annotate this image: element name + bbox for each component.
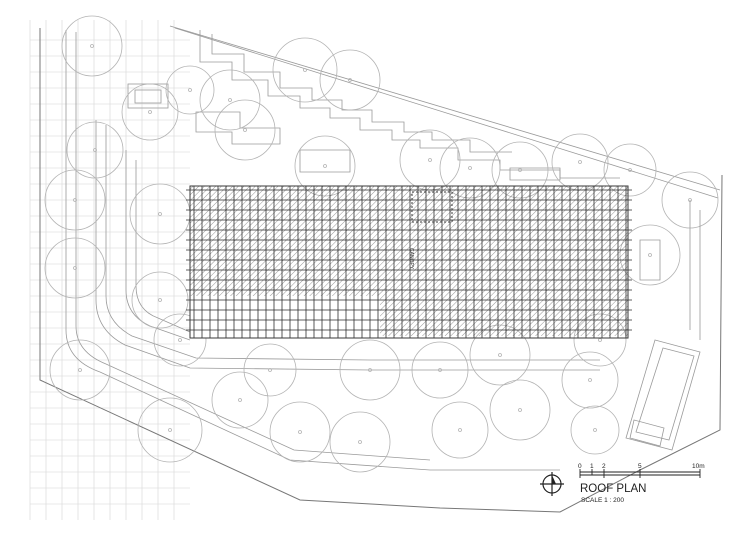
tree-trunk [648,253,652,257]
tree-trunk [188,88,192,92]
tree-trunk [358,440,362,444]
tree-canopy [431,401,489,459]
tree-canopy [570,405,620,455]
tree-canopy [44,237,106,299]
tree-trunk [228,98,232,102]
tree-canopy [137,397,203,463]
tree-trunk [73,266,77,270]
tree-trunk [468,166,472,170]
tree-trunk [578,160,582,164]
tree-trunk [78,368,82,372]
tree-trunk [158,298,162,302]
tree-canopy [129,183,191,245]
tree-canopy [131,271,189,329]
tree-trunk [238,398,242,402]
tree-canopy [49,339,111,401]
tree-trunk [518,408,522,412]
tree-canopy [269,401,331,463]
tree-canopy [551,133,609,191]
tree-trunk [368,368,372,372]
scale-label-0: 0 [578,463,582,470]
tree-trunk [458,428,462,432]
tree-trunk [588,378,592,382]
tree-trunk [168,428,172,432]
tree-canopy [561,351,619,409]
tree-trunk [268,368,272,372]
tree-canopy [153,313,207,367]
tree-trunk [438,368,442,372]
tree-canopy [272,37,338,103]
tree-canopy [619,224,681,286]
tree-canopy [319,49,381,111]
tree-canopy [44,169,106,231]
scale-label-5: 5 [638,463,642,470]
roof-label: CANOPY [408,248,414,270]
tree-trunk [628,168,632,172]
tree-canopy [66,121,124,179]
tree-canopy [121,83,179,141]
scale-label-2: 2 [602,463,606,470]
tree-canopy [165,65,215,115]
entrance-ramp [625,200,701,451]
tree-trunk [593,428,597,432]
tree-canopy [211,371,269,429]
roof-canopy: CANOPY [186,185,632,339]
tree-canopy [243,343,297,397]
tree-trunk [73,198,77,202]
tree-trunk [598,338,602,342]
tree-trunk [243,128,247,132]
tree-trunk [93,148,97,152]
paving-grid [29,20,190,520]
tree-canopy [489,379,551,441]
tree-canopies [44,15,719,473]
tree-canopy [411,341,469,399]
tree-trunk [90,44,94,48]
tree-trunk [178,338,182,342]
tree-canopy [603,143,657,197]
tree-trunk [303,68,307,72]
tree-trunk [323,164,327,168]
tree-trunk [158,212,162,216]
tree-trunk [428,158,432,162]
tree-canopy [329,411,391,473]
tree-trunk [348,78,352,82]
scale-label-1: 1 [590,463,594,470]
roof-structural-grid [186,186,632,338]
scale-bar: 0 1 2 5 10m [578,463,705,478]
tree-trunk [518,168,522,172]
tree-canopy [199,69,261,131]
title-block: ROOF PLAN SCALE 1 : 200 0 1 2 5 10m [540,463,705,504]
scale-label-10m: 10m [692,463,705,470]
tree-canopy [339,339,401,401]
tree-trunk [498,353,502,357]
drawing-scale: SCALE 1 : 200 [581,497,624,504]
north-arrow-icon [540,472,564,496]
tree-canopy [61,15,123,77]
drawing-title: ROOF PLAN [580,483,646,495]
tree-trunk [298,430,302,434]
tree-canopy [214,99,276,161]
tree-canopy [399,129,461,191]
tree-trunk [148,110,152,114]
